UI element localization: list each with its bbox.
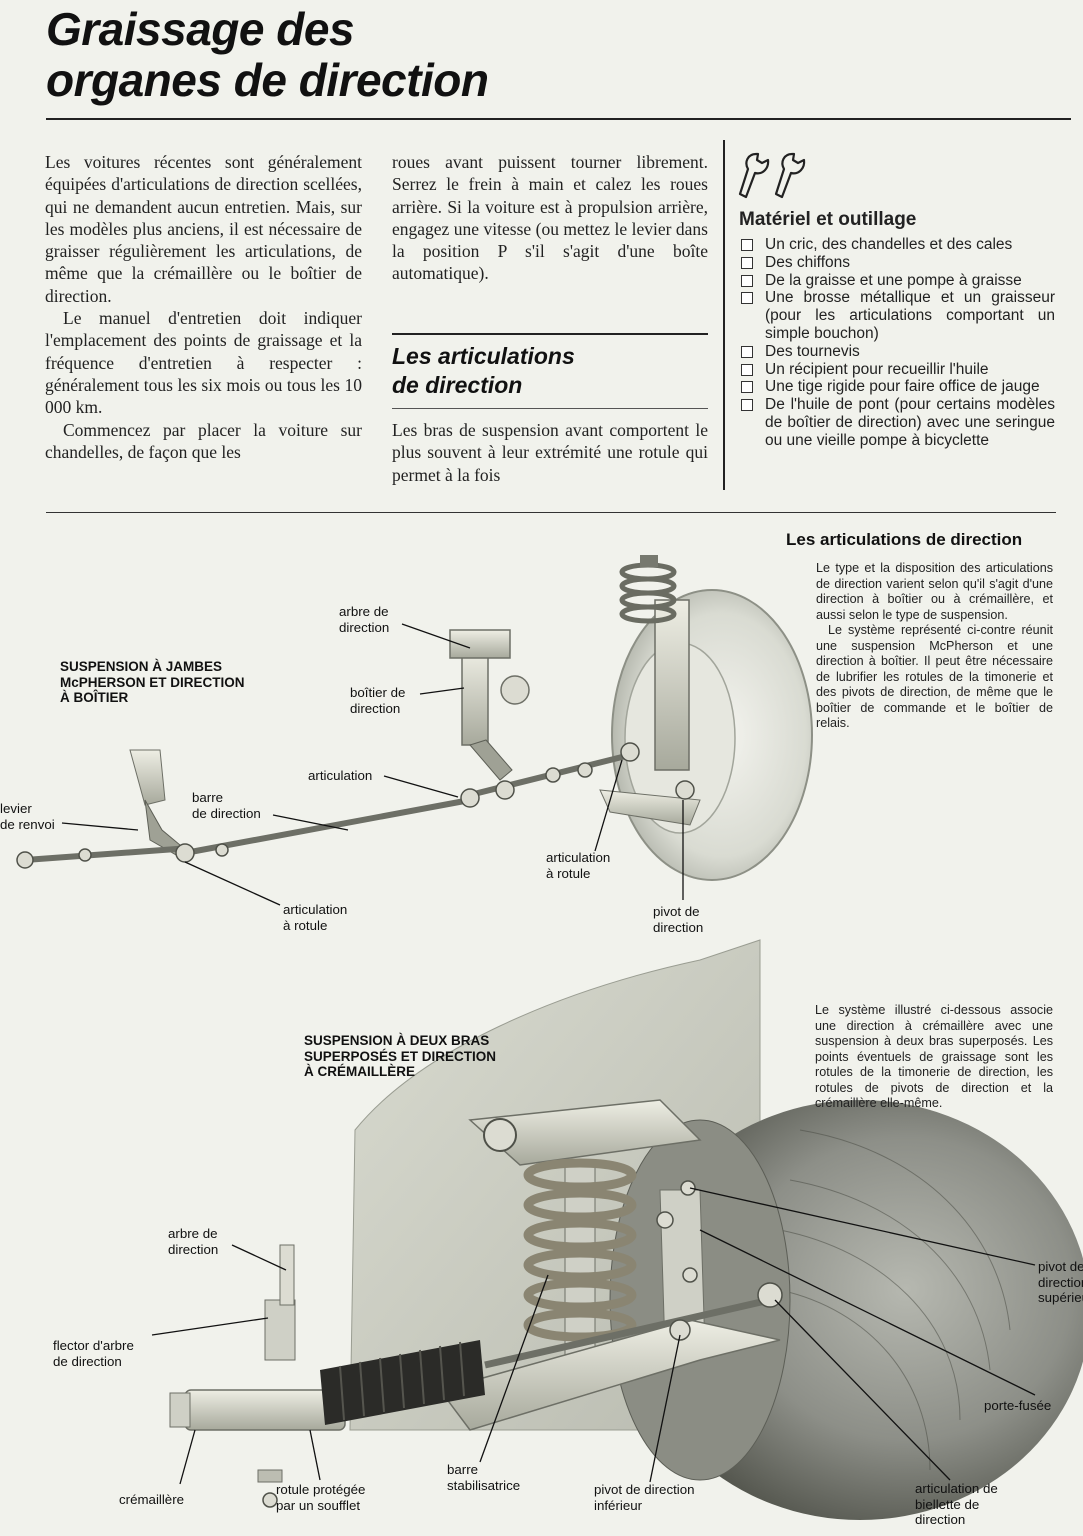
tools-item: Des tournevis	[739, 343, 1055, 361]
diagram2-caption: SUSPENSION À DEUX BRAS SUPERPOSÉS ET DIR…	[304, 1033, 497, 1079]
wrench-icon	[738, 152, 806, 199]
intro-column-2: roues avant puissent tourner librement. …	[392, 151, 708, 285]
label-pivot-inferieur: pivot de direction inférieur	[594, 1482, 695, 1513]
tools-item: Un cric, des chandelles et des cales	[739, 236, 1055, 254]
tools-list: Un cric, des chandelles et des cales Des…	[739, 236, 1055, 450]
section-heading-line-1: Les articulations	[392, 343, 575, 369]
title-line-2: organes de direction	[46, 54, 489, 106]
label-barre-stabilisatrice: barre stabilisatrice	[447, 1462, 521, 1493]
label-boitier-de-direction: boîtier de direction	[350, 685, 406, 716]
tools-heading: Matériel et outillage	[739, 209, 917, 230]
label-pivot-de-direction: pivot de direction	[653, 904, 704, 935]
diagram1-caption: SUSPENSION À JAMBES McPHERSON ET DIRECTI…	[60, 659, 245, 705]
checkbox-icon	[741, 239, 753, 251]
label-articulation: articulation	[308, 768, 373, 783]
page-title: Graissage des organes de direction	[46, 4, 686, 106]
section-heading: Les articulations de direction	[392, 342, 708, 400]
label-barre-de-direction: barre de direction	[192, 790, 261, 821]
intro-paragraph-1: Les voitures récentes sont généralement …	[45, 152, 362, 306]
header-rule	[46, 118, 1071, 120]
section-text: Les bras de suspension avant comportent …	[392, 420, 708, 485]
section-heading-line-2: de direction	[392, 372, 523, 398]
checkbox-icon	[741, 399, 753, 412]
checkbox-icon	[741, 274, 753, 287]
section-rule	[392, 333, 708, 335]
label-levier-de-renvoi: levier de renvoi	[0, 801, 55, 832]
section-rule-2	[392, 408, 708, 409]
sidebar-text-2: Le système illustré ci-dessous associe u…	[815, 1003, 1053, 1112]
intro-column-1: Les voitures récentes sont généralement …	[45, 151, 362, 463]
label-articulation-biellette: articulation de biellette de direction	[915, 1481, 998, 1527]
label-rotule-protegee: rotule protégée par un soufflet	[276, 1482, 366, 1513]
label-articulation-a-rotule-2: articulation à rotule	[546, 850, 611, 881]
tools-item: Une brosse métallique et un graisseur (p…	[739, 289, 1055, 342]
title-line-1: Graissage des	[46, 3, 355, 55]
checkbox-icon	[741, 256, 753, 269]
column-divider	[723, 140, 725, 490]
label-porte-fusee: porte-fusée	[984, 1398, 1052, 1413]
label-cremaillere: crémaillère	[119, 1492, 185, 1507]
checkbox-icon	[741, 292, 753, 305]
checkbox-icon	[741, 363, 753, 376]
sidebar-paragraph-2: Le système représenté ci-contre réunit u…	[816, 623, 1053, 730]
tools-item: De la graisse et une pompe à graisse	[739, 272, 1055, 290]
checkbox-icon	[741, 345, 753, 358]
sidebar-paragraph-1: Le type et la disposition des articulati…	[816, 561, 1053, 622]
tools-item: Une tige rigide pour faire office de jau…	[739, 378, 1055, 396]
label-pivot-superieur: pivot de direction supérieur	[1038, 1259, 1083, 1305]
label-flector: flector d'arbre de direction	[53, 1338, 134, 1369]
tools-item: Des chiffons	[739, 254, 1055, 272]
sidebar-title: Les articulations de direction	[786, 530, 1023, 549]
sidebar-text-1: Le type et la disposition des articulati…	[816, 561, 1053, 732]
checkbox-icon	[741, 381, 753, 394]
section-divider	[46, 512, 1056, 513]
intro-paragraph-3-start: Commencez par placer la voiture sur chan…	[45, 419, 362, 462]
label-arbre-de-direction: arbre de direction	[339, 604, 390, 635]
intro-paragraph-3-end: roues avant puissent tourner librement. …	[392, 152, 708, 284]
tools-item: Un récipient pour recueillir l'huile	[739, 361, 1055, 379]
intro-paragraph-2: Le manuel d'entretien doit indiquer l'em…	[45, 308, 362, 418]
label-arbre-de-direction-2: arbre de direction	[168, 1226, 219, 1257]
sidebar-paragraph-3: Le système illustré ci-dessous associe u…	[815, 1003, 1053, 1110]
label-articulation-a-rotule-1: articulation à rotule	[283, 902, 348, 933]
tools-item: De l'huile de pont (pour certains modèle…	[739, 396, 1055, 449]
